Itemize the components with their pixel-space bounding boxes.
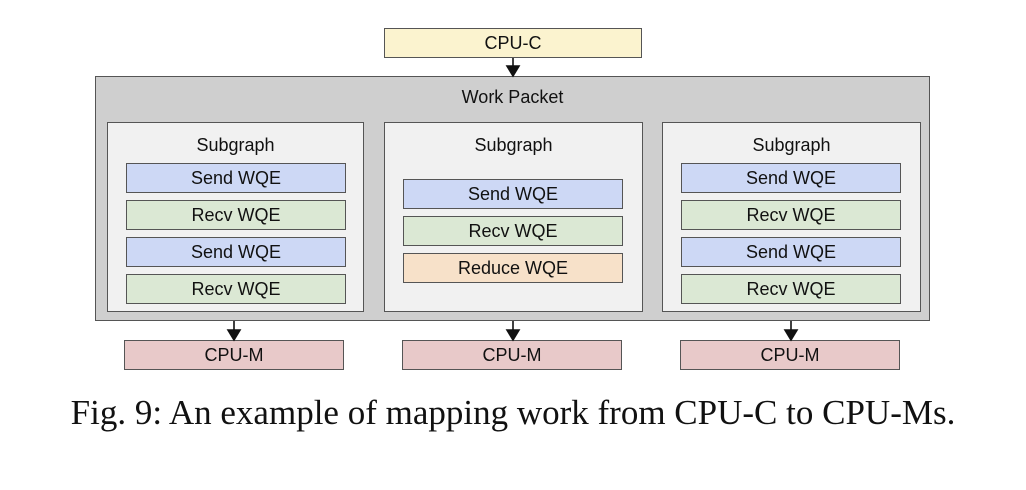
recv-wqe: Recv WQE bbox=[126, 274, 346, 304]
work-packet-title: Work Packet bbox=[461, 87, 564, 107]
recv-wqe: Recv WQE bbox=[681, 200, 901, 230]
recv-wqe: Recv WQE bbox=[403, 216, 623, 246]
subgraph-title: Subgraph bbox=[752, 135, 831, 155]
recv-wqe: Recv WQE bbox=[126, 200, 346, 230]
send-wqe: Send WQE bbox=[126, 237, 346, 267]
send-wqe: Send WQE bbox=[681, 237, 901, 267]
cpu-m-box-3: CPU-M bbox=[680, 340, 900, 370]
send-wqe: Send WQE bbox=[681, 163, 901, 193]
subgraph-3: Subgraph Send WQE Recv WQE Send WQE Recv… bbox=[662, 122, 921, 312]
send-wqe: Send WQE bbox=[126, 163, 346, 193]
arrowhead bbox=[226, 329, 242, 342]
cpu-c-box: CPU-C bbox=[384, 28, 642, 58]
arrowhead bbox=[783, 329, 799, 342]
arrowhead bbox=[505, 329, 521, 342]
subgraph-2: Subgraph Send WQE Recv WQE Reduce WQE bbox=[384, 122, 643, 312]
send-wqe: Send WQE bbox=[403, 179, 623, 209]
reduce-wqe: Reduce WQE bbox=[403, 253, 623, 283]
recv-wqe: Recv WQE bbox=[681, 274, 901, 304]
subgraph-title: Subgraph bbox=[474, 135, 553, 155]
subgraph-title: Subgraph bbox=[196, 135, 275, 155]
subgraph-1: Subgraph Send WQE Recv WQE Send WQE Recv… bbox=[107, 122, 364, 312]
figure-caption: Fig. 9: An example of mapping work from … bbox=[70, 393, 956, 432]
work-packet: Work Packet Subgraph Send WQE Recv WQE S… bbox=[95, 76, 930, 321]
cpu-m-box-2: CPU-M bbox=[402, 340, 622, 370]
arrowhead bbox=[505, 65, 521, 78]
